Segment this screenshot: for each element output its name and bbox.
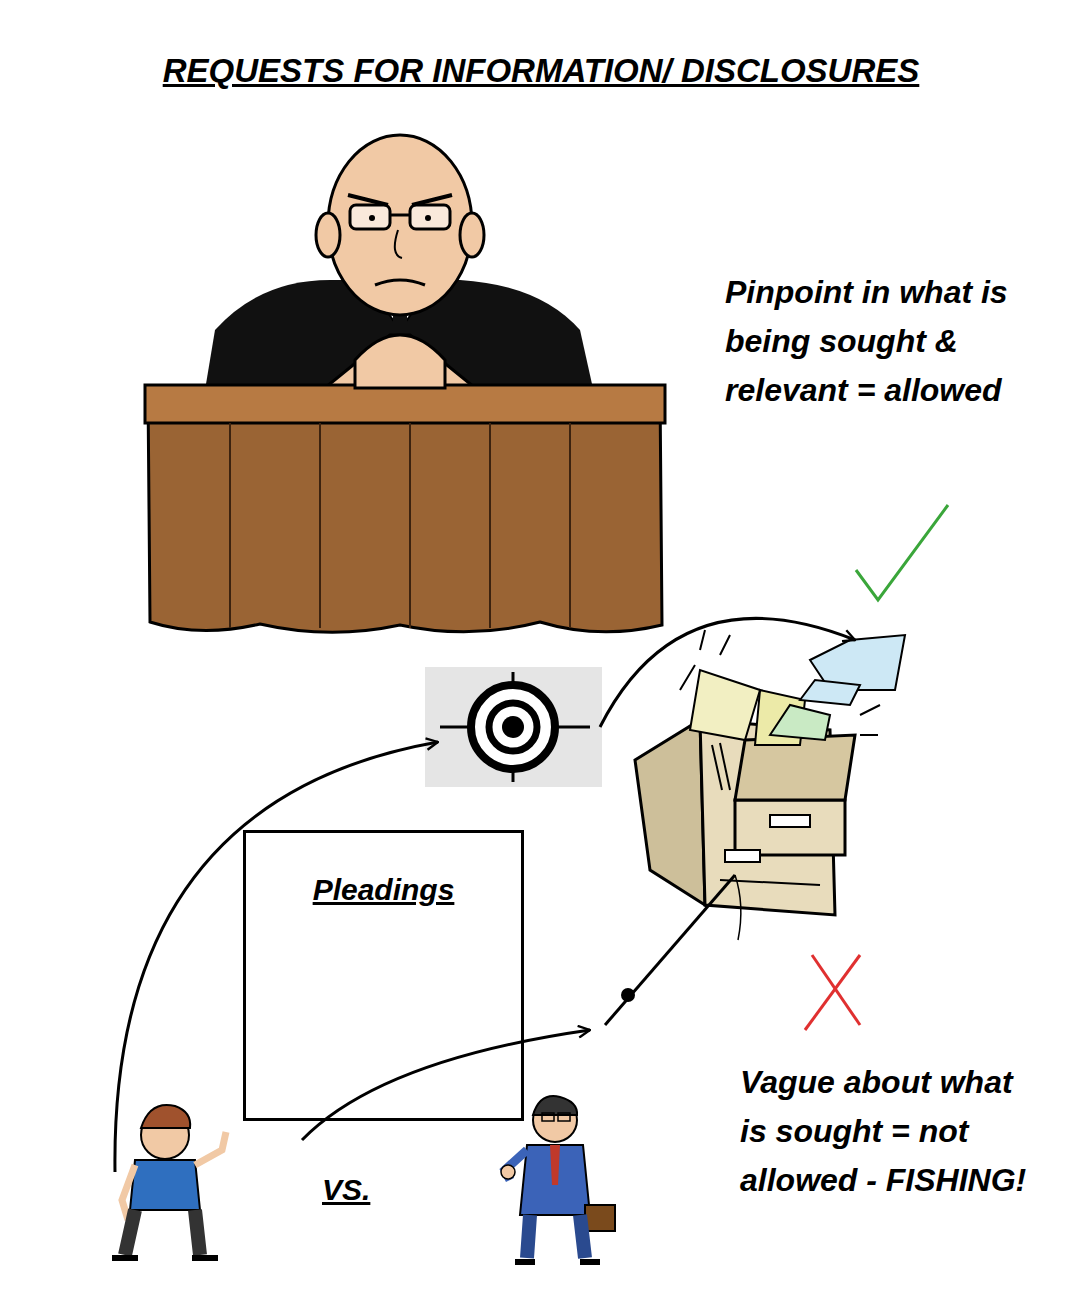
target-symbol <box>425 667 602 787</box>
check-mark <box>856 505 948 600</box>
allowed-note: Pinpoint in what is being sought & relev… <box>725 268 1025 415</box>
filing-cabinet <box>635 630 905 915</box>
judge-figure <box>200 135 600 420</box>
fishing-rod <box>605 875 741 1025</box>
box-heading: Pleadings <box>246 873 521 907</box>
fishing-note: Vague about what is sought = not allowed… <box>740 1058 1040 1205</box>
judge-bench <box>145 335 665 632</box>
cross-mark <box>805 955 860 1030</box>
plaintiff-figure <box>112 1105 226 1258</box>
pleadings-box: Pleadings <box>243 830 524 1121</box>
page-title: REQUESTS FOR INFORMATION/ DISCLOSURES <box>0 52 1082 90</box>
versus-label: VS. <box>322 1170 412 1210</box>
